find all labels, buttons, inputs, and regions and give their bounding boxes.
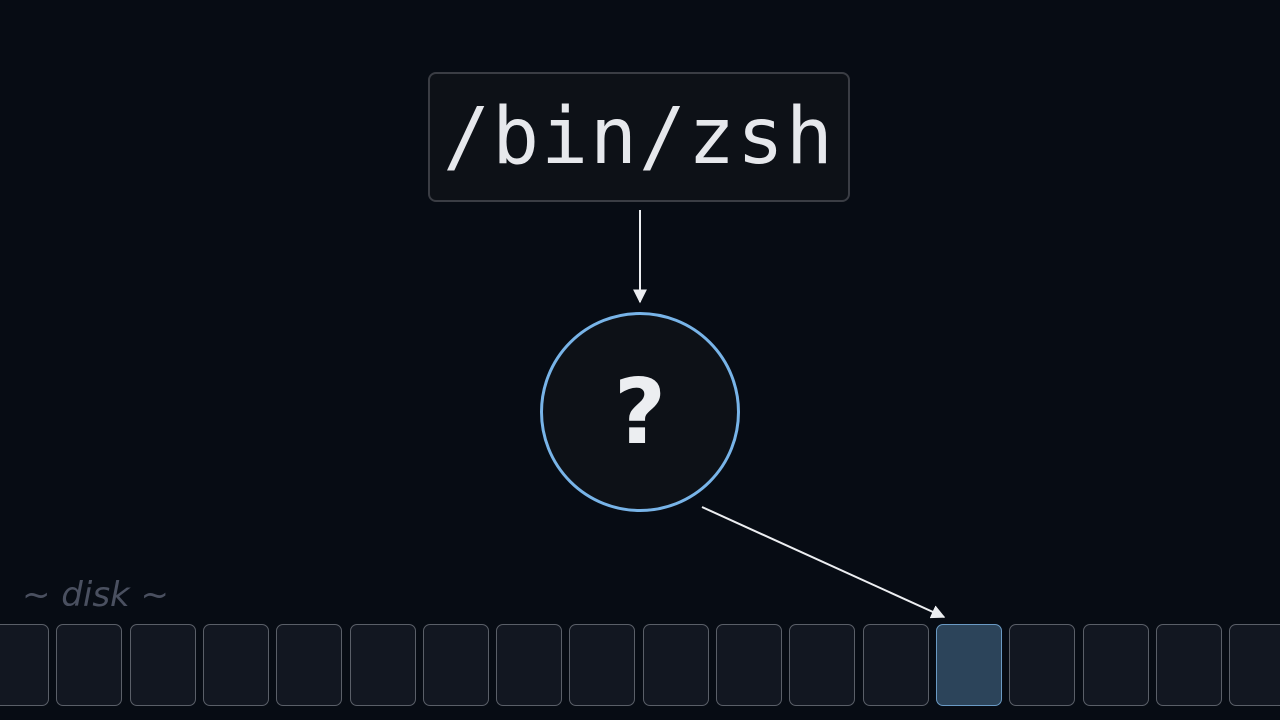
disk-blocks-row xyxy=(0,624,1280,708)
disk-block xyxy=(129,624,196,706)
disk-block xyxy=(202,624,269,706)
disk-block xyxy=(642,624,709,706)
question-mark-label: ? xyxy=(613,360,667,465)
disk-block xyxy=(422,624,489,706)
disk-block xyxy=(569,624,636,706)
disk-block xyxy=(349,624,416,706)
node-to-block-arrow xyxy=(701,506,946,619)
disk-block xyxy=(496,624,563,706)
disk-block xyxy=(1155,624,1222,706)
disk-block-highlighted xyxy=(935,624,1002,706)
disk-block xyxy=(862,624,929,706)
disk-block xyxy=(1009,624,1076,706)
disk-block xyxy=(0,624,49,706)
disk-block xyxy=(1082,624,1149,706)
disk-block xyxy=(716,624,782,706)
disk-block xyxy=(56,624,123,706)
disk-block xyxy=(789,624,856,706)
disk-block xyxy=(276,624,343,706)
disk-label: ~ disk ~ xyxy=(22,575,170,615)
inode-lookup-circle: ? xyxy=(540,312,740,512)
path-box: /bin/zsh xyxy=(428,72,850,202)
path-text: /bin/zsh xyxy=(443,92,835,182)
disk-block xyxy=(1229,624,1280,706)
